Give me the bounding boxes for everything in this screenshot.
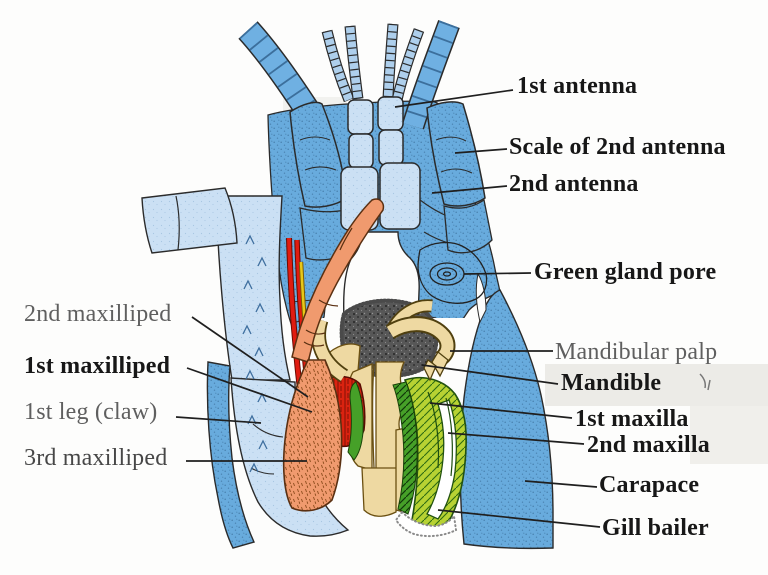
maxilla-gill-bailer	[392, 376, 467, 538]
label-first-maxilliped: 1st maxilliped	[24, 353, 171, 379]
leader-lines	[175, 89, 601, 528]
label-second-maxilliped: 2nd maxilliped	[24, 301, 172, 327]
antenna-bases	[238, 20, 493, 261]
scan-artifacts	[283, 97, 768, 464]
label-scale-of-second-antenna: Scale of 2nd antenna	[509, 134, 726, 160]
mouthparts	[291, 298, 467, 538]
mandibular-palp-shape	[311, 299, 456, 383]
label-first-antenna: 1st antenna	[517, 73, 638, 99]
green-gland-pore-shape	[417, 241, 488, 304]
label-mandibular-palp: Mandibular palp	[555, 339, 718, 365]
label-gill-bailer: Gill bailer	[602, 515, 709, 541]
label-mandible: Mandible	[561, 370, 662, 396]
carapace-shape	[459, 272, 554, 550]
third-maxilliped-shape	[282, 198, 385, 512]
stray-mark	[699, 373, 711, 391]
label-third-maxilliped: 3rd maxilliped	[24, 445, 168, 471]
label-second-maxilla: 2nd maxilla	[587, 432, 710, 458]
label-second-antenna: 2nd antenna	[509, 171, 639, 197]
first-antenna-flagella	[321, 23, 425, 231]
label-carapace: Carapace	[599, 472, 700, 498]
label-first-maxilla: 1st maxilla	[575, 406, 689, 432]
label-first-leg-claw: 1st leg (claw)	[24, 399, 158, 425]
label-green-gland-pore: Green gland pore	[534, 259, 717, 285]
